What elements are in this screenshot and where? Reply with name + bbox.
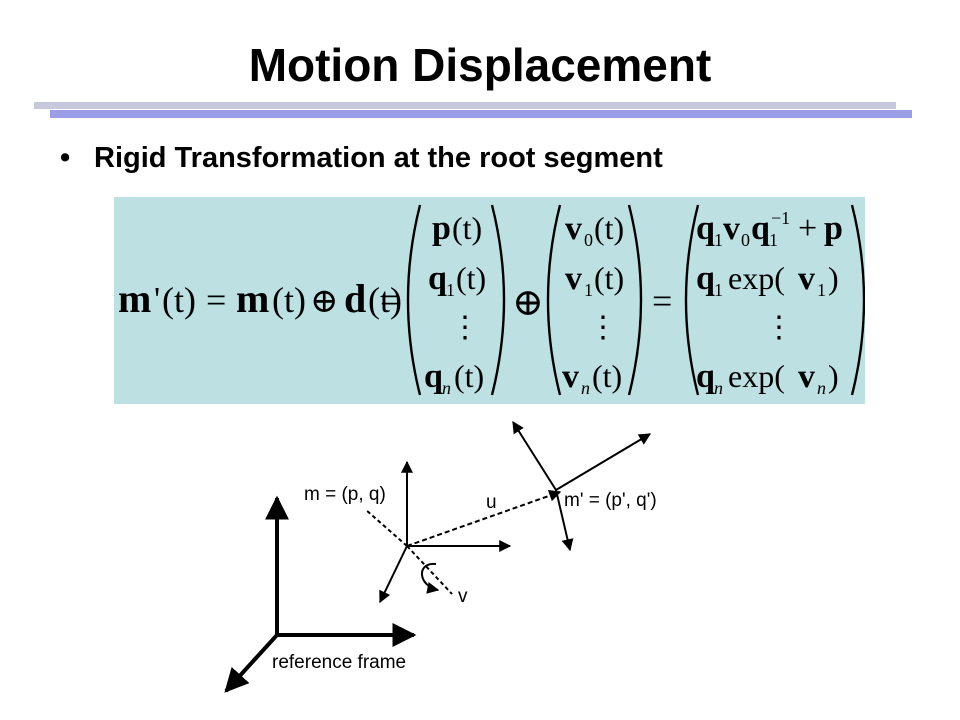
- vec2-dots: ⋮: [588, 311, 618, 344]
- slide-title: Motion Displacement: [248, 39, 712, 91]
- lhs-d: d: [344, 276, 366, 321]
- equation-box: m ' (t) = m (t) ⊕ d (t) = = p (t) q 1 (t…: [114, 197, 865, 404]
- vec2-r2-sub: 1: [584, 280, 593, 300]
- vec2-right-paren: [627, 204, 643, 396]
- label-mprime: m' = (p', q'): [564, 490, 657, 511]
- vector-equals: =: [652, 281, 672, 321]
- vec2-r4-sub: n: [581, 378, 590, 398]
- vec1-r2-q: q: [428, 260, 447, 297]
- ref-axis-diag: [224, 633, 279, 693]
- frame-mprime-axis-right: [555, 433, 652, 491]
- equation-svg: m ' (t) = m (t) ⊕ d (t) = = p (t) q 1 (t…: [118, 204, 865, 398]
- vector1-brackets: [406, 204, 506, 396]
- reference-frame-axes: [224, 495, 417, 693]
- lhs-t3: (t): [368, 280, 402, 320]
- vec3-r4-exp: exp(: [728, 358, 785, 394]
- vec3-r2-exp: exp(: [728, 260, 785, 296]
- label-reference-frame: reference frame: [272, 652, 406, 673]
- vec3-r4-sub: n: [714, 378, 723, 398]
- vec3-dots: ⋮: [764, 311, 794, 344]
- vec2-left-paren: [546, 204, 562, 396]
- vec1-right-paren: [490, 204, 506, 396]
- vec3-r4-v: v: [798, 358, 815, 395]
- lhs-prime: ': [154, 281, 160, 318]
- frame-m-axes: [365, 460, 512, 604]
- vec3-r1-plus: +: [798, 210, 817, 247]
- frame-m-dashed: [365, 509, 408, 547]
- bullet-item: • Rigid Transformation at the root segmen…: [60, 142, 663, 175]
- vec1-r4-q: q: [424, 358, 443, 395]
- vec3-r1-q: q: [696, 210, 715, 247]
- vec2-r1-t: (t): [594, 210, 624, 246]
- vec2-r4-t: (t): [592, 358, 622, 394]
- motion-diagram: m = (p, q) u m' = (p', q') v reference f…: [224, 420, 657, 693]
- vec3-r1-p: p: [824, 210, 843, 247]
- rotation-arc: [421, 562, 440, 594]
- vec3-r2-v: v: [798, 260, 815, 297]
- vec3-right-paren: [850, 204, 865, 396]
- vec1-r1-p: p: [432, 210, 451, 247]
- vec3-r2-close: ): [828, 260, 839, 296]
- rotation-axis-dashed: [406, 545, 453, 595]
- lhs-eq: =: [206, 280, 226, 320]
- lhs-t: (t): [162, 280, 196, 320]
- frame-mprime-axes: [512, 420, 652, 552]
- bullet-marker: •: [60, 142, 71, 174]
- vec3-r1-sup: −1: [771, 208, 790, 228]
- bullet-text: Rigid Transformation at the root segment: [94, 142, 663, 174]
- vec2-r4-v: v: [562, 358, 579, 395]
- vec2-r2-v: v: [565, 260, 582, 297]
- frame-m-axis-down: [379, 545, 408, 604]
- vec3-r1-v: v: [723, 210, 740, 247]
- vec3-r2-q: q: [696, 260, 715, 297]
- vec3-left-paren: [684, 204, 700, 396]
- vec1-dots: ⋮: [450, 311, 480, 344]
- rotation-arrow: [421, 562, 440, 594]
- label-u: u: [486, 492, 497, 513]
- vec3-r2-sub: 1: [714, 280, 723, 300]
- vec1-r2-t: (t): [456, 260, 486, 296]
- vec1-left-paren: [406, 204, 422, 396]
- vec3-r1-sub3: 1: [769, 230, 778, 250]
- vec2-r1-v: v: [565, 210, 582, 247]
- vec2-r2-t: (t): [594, 260, 624, 296]
- vec3-r4-close: ): [828, 358, 839, 394]
- vec1-r4-sub: n: [442, 378, 451, 398]
- vector-oplus: ⊕: [512, 282, 544, 324]
- vector2-brackets: [546, 204, 643, 396]
- lhs-equals: =: [380, 280, 400, 320]
- lhs-t2: (t): [272, 280, 306, 320]
- lhs-oplus: ⊕: [310, 283, 339, 320]
- title-underline-blue: [50, 110, 912, 118]
- vec3-r1-sub1: 1: [714, 230, 723, 250]
- label-m: m = (p, q): [304, 484, 386, 505]
- lhs-m2: m: [236, 276, 269, 321]
- vec2-r1-sub: 0: [584, 230, 593, 250]
- frame-mprime-axis-down: [555, 489, 574, 552]
- title-underline-gray: [34, 102, 896, 109]
- vec3-r1-q2: q: [751, 210, 770, 247]
- displacement-u-arrow: [406, 489, 562, 547]
- frame-mprime-axis-up: [512, 420, 557, 491]
- vec1-r2-sub: 1: [446, 280, 455, 300]
- vec3-r4-vsub: n: [817, 378, 826, 398]
- vector3-brackets: [684, 204, 865, 396]
- vec3-r2-vsub: 1: [817, 280, 826, 300]
- vec1-r4-t: (t): [454, 358, 484, 394]
- label-v: v: [458, 586, 468, 607]
- vec3-r1-sub0: 0: [741, 230, 750, 250]
- lhs-m: m: [118, 276, 151, 321]
- vec1-r1-t: (t): [452, 210, 482, 246]
- vec3-r4-q: q: [696, 358, 715, 395]
